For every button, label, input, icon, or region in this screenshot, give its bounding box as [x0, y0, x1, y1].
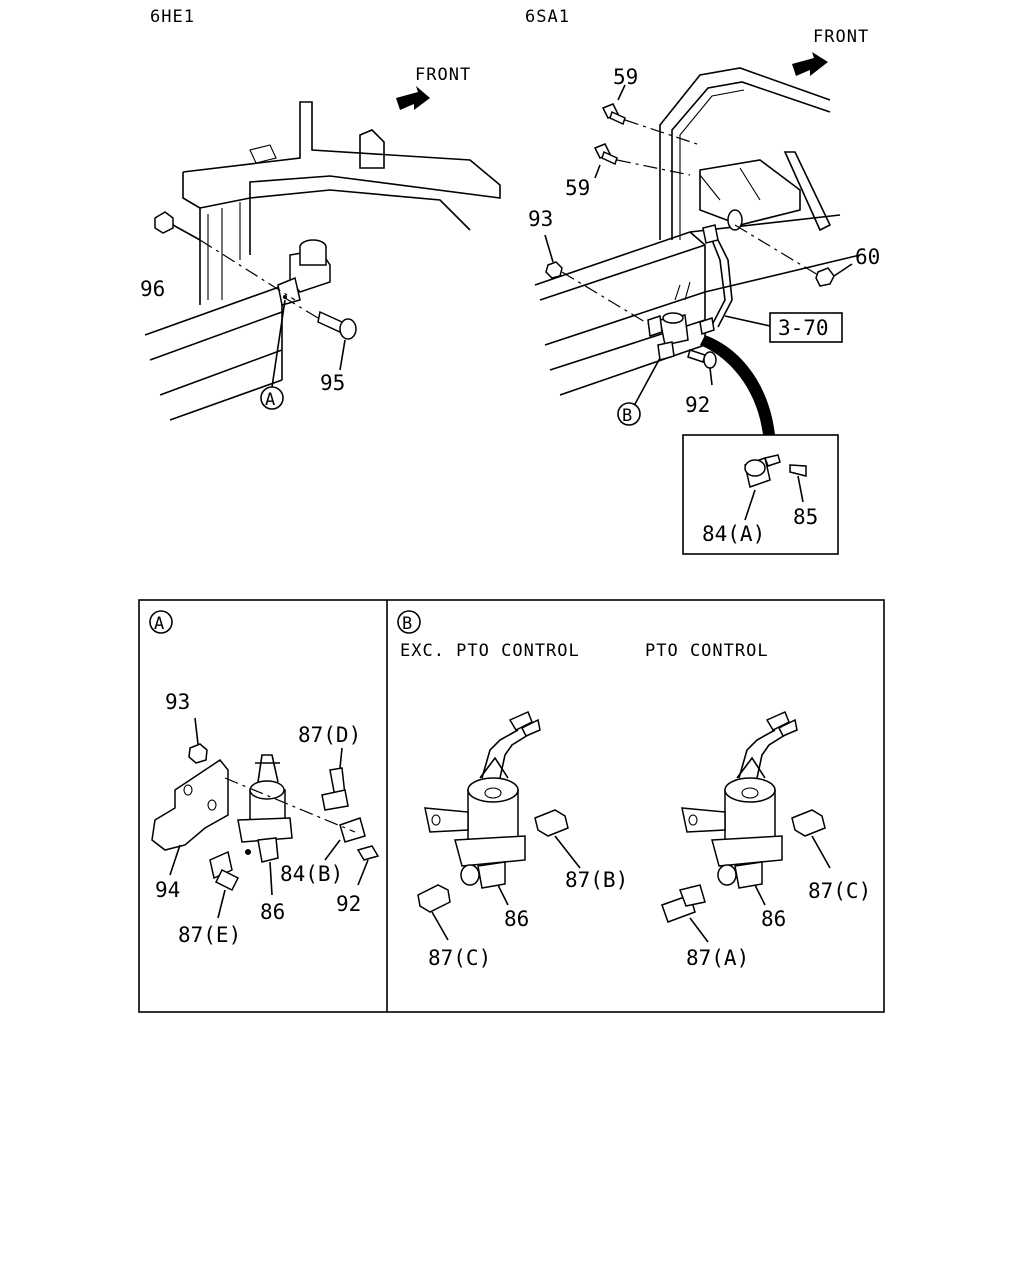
bolt-59-upper [601, 84, 701, 146]
valve-6sa1 [647, 224, 733, 361]
bolt-95 [284, 297, 357, 371]
detail-b-callout-87c-left: 87(C) [428, 946, 491, 970]
detail-a-callout-87d: 87(D) [298, 723, 361, 747]
detail-a-callout-86: 86 [260, 900, 285, 924]
front-label-right: FRONT [813, 27, 869, 47]
ref-box-3-70: 3-70 [724, 312, 843, 343]
nut-93 [544, 234, 651, 326]
callout-60: 60 [855, 245, 880, 269]
ref-3-70: 3-70 [778, 316, 829, 340]
fitting-87a [661, 884, 709, 943]
detail-a: A 93 94 86 [149, 610, 380, 947]
view-title-6sa1: 6SA1 [525, 7, 570, 27]
heading-pto-control: PTO CONTROL [645, 641, 769, 661]
detail-a-circle: A [149, 610, 173, 634]
fitting-87c-right [791, 809, 831, 869]
detail-a-callout-87e: 87(E) [178, 923, 241, 947]
bracket-94 [151, 758, 229, 876]
view-6he1: 6HE1 [140, 7, 501, 421]
fitting-87d [321, 747, 349, 811]
detail-b-callout-86-right: 86 [761, 907, 786, 931]
detail-a-valve-86 [237, 754, 293, 896]
detail-a-nut-93 [188, 717, 208, 764]
clip-84a [744, 454, 781, 521]
details-box [138, 599, 885, 1013]
front-arrow-left: FRONT [396, 65, 471, 110]
frame-6he1 [144, 101, 501, 421]
callout-59-lower: 59 [565, 176, 590, 200]
detail-b-callout-87b: 87(B) [565, 868, 628, 892]
detail-b-callout-86-left: 86 [504, 907, 529, 931]
view-title-6he1: 6HE1 [150, 7, 195, 27]
fitting-87c-left [417, 884, 451, 941]
callout-84a: 84(A) [702, 522, 765, 546]
nut-96 [154, 211, 201, 241]
detail-a-callout-93: 93 [165, 690, 190, 714]
valve-6he1 [277, 239, 331, 306]
callout-92-top: 92 [685, 393, 710, 417]
nut-60 [734, 224, 853, 287]
callout-circle-a: A [260, 299, 286, 410]
svg-text:B: B [622, 406, 632, 426]
front-label-left: FRONT [415, 65, 471, 85]
callout-95: 95 [320, 371, 345, 395]
detail-b-callout-87a: 87(A) [686, 946, 749, 970]
valve-exc-pto [424, 710, 541, 906]
detail-a-dash [224, 777, 356, 833]
svg-text:B: B [402, 614, 412, 634]
detail-a-callout-92: 92 [336, 892, 361, 916]
svg-text:A: A [265, 390, 275, 410]
callout-85: 85 [793, 505, 818, 529]
bolt-59-lower [593, 143, 691, 179]
detail-a-callout-94: 94 [155, 878, 180, 902]
detail-pointer [700, 335, 775, 435]
detail-b-callout-87c-right: 87(C) [808, 879, 871, 903]
screw-85 [789, 464, 807, 503]
leader-96 [199, 239, 296, 301]
callout-circle-b: B [617, 357, 661, 426]
callout-59-upper: 59 [613, 65, 638, 89]
inset-clip: 84(A) 85 [682, 434, 839, 555]
callout-96: 96 [140, 277, 165, 301]
view-6sa1: 6SA1 FRONT 59 [525, 7, 880, 555]
front-arrow-right: FRONT [792, 27, 869, 76]
clip-84b [324, 817, 366, 861]
bolt-92-top [687, 349, 717, 386]
detail-b: B EXC. PTO CONTROL PTO CONTROL 86 87(B) [397, 610, 871, 970]
fitting-87b [534, 809, 581, 869]
frame-6sa1 [534, 67, 861, 396]
fitting-87e [209, 850, 240, 919]
callout-93: 93 [528, 207, 553, 231]
valve-pto [681, 710, 798, 906]
heading-exc-pto-control: EXC. PTO CONTROL [400, 641, 580, 661]
svg-text:A: A [154, 614, 164, 634]
detail-a-callout-84b: 84(B) [280, 862, 343, 886]
detail-b-circle: B [397, 610, 421, 634]
screw-92 [356, 845, 380, 886]
